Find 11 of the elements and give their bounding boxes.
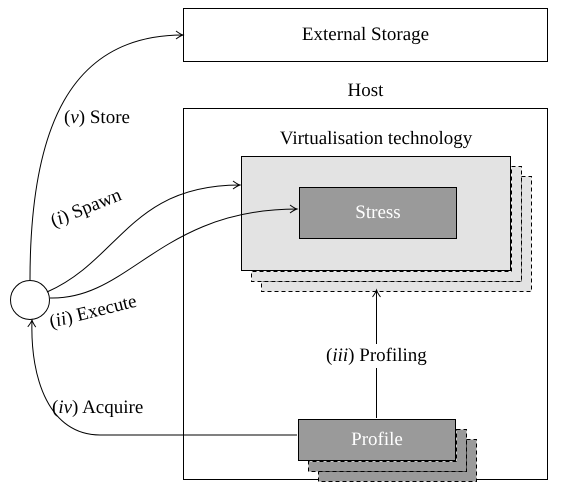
storage-box — [183, 8, 548, 62]
stress-box — [299, 187, 457, 239]
edge-label: (i) Spawn — [46, 183, 126, 234]
box-label: Stress — [355, 201, 401, 225]
box-label: External Storage — [302, 23, 430, 47]
profile-box — [298, 419, 456, 461]
edge-label: (v) Store — [63, 106, 131, 130]
edge-label: (ii) Execute — [46, 290, 140, 335]
box-heading: Virtualisation technology — [278, 127, 474, 151]
box-heading: Host — [346, 79, 384, 103]
box-label: Profile — [351, 428, 403, 452]
